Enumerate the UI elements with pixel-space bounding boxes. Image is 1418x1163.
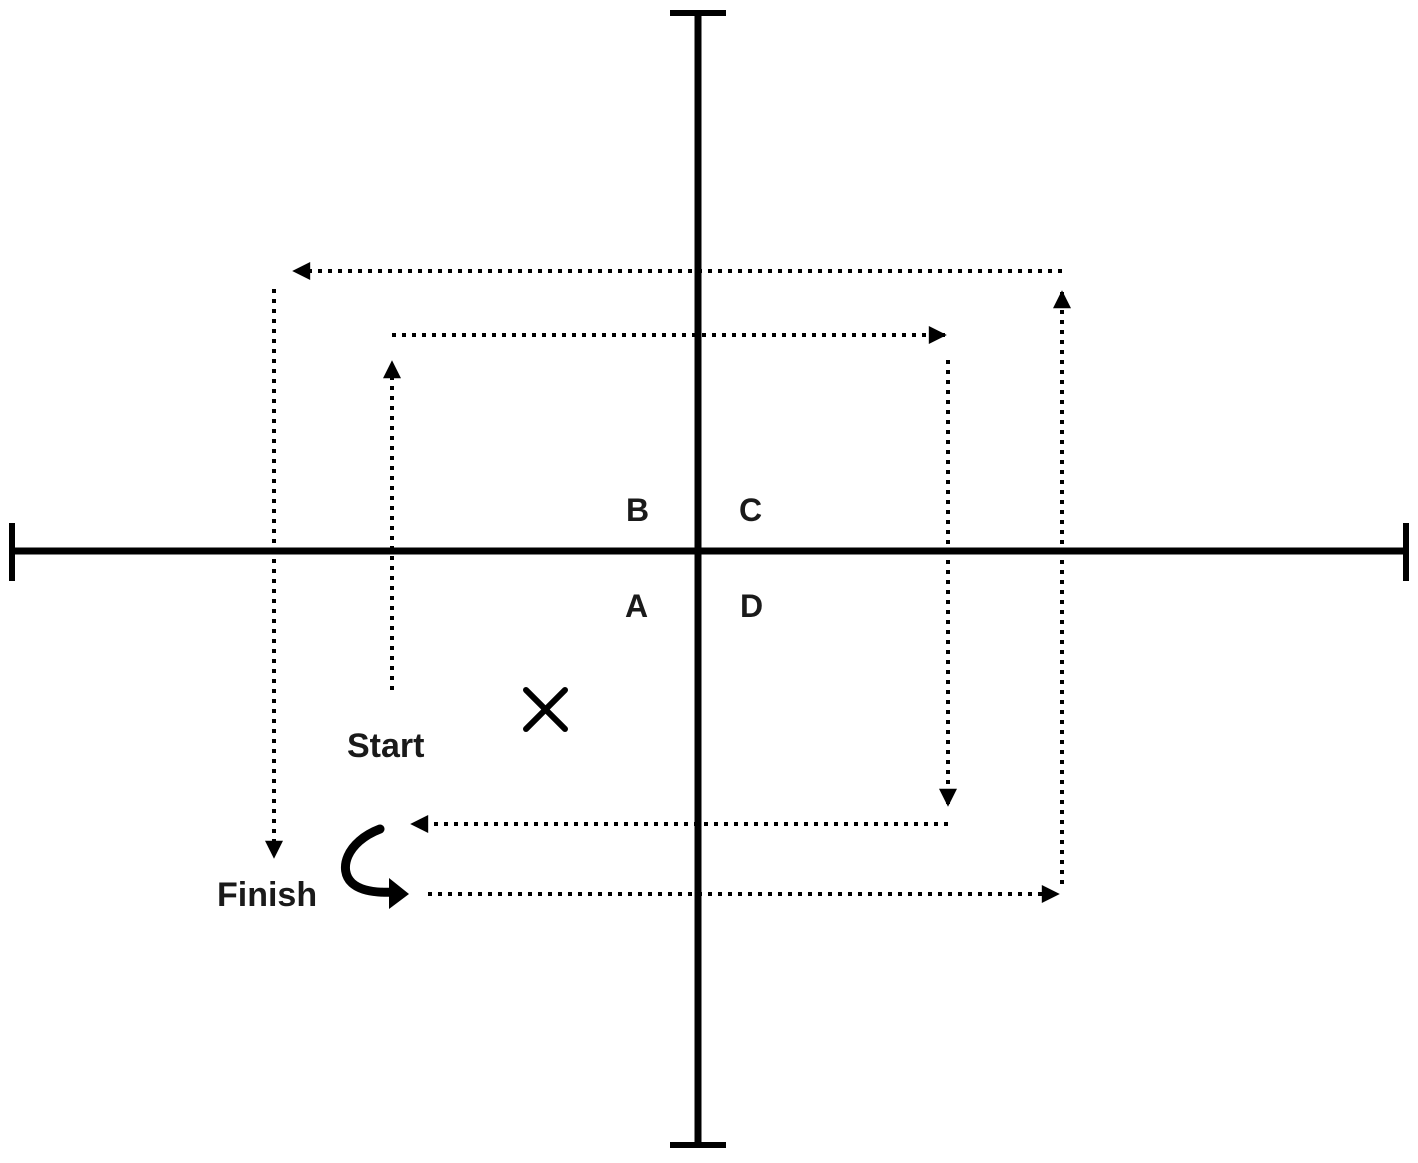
quadrant-label-a: A [625, 588, 648, 624]
start-label: Start [347, 727, 424, 765]
route-paths [265, 262, 1071, 903]
x-mark-icon [523, 687, 568, 732]
u-turn-arrow-icon [340, 824, 409, 909]
quadrant-label-c: C [739, 492, 762, 528]
quadrant-labels: B C A D [625, 492, 763, 624]
quadrant-label-d: D [740, 588, 763, 624]
axes [9, 10, 1409, 1148]
quadrant-label-b: B [626, 492, 649, 528]
finish-label: Finish [217, 876, 317, 914]
